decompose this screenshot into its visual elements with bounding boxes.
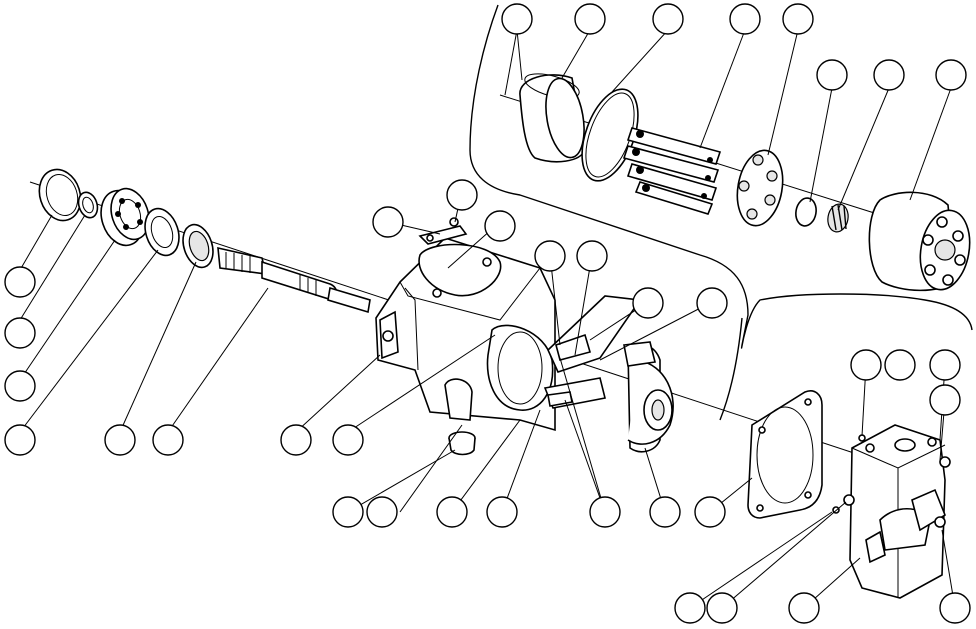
callout-bubble — [939, 592, 971, 624]
rotating-group-enclosure — [469, 4, 973, 349]
callout-bubble — [652, 3, 684, 35]
callout-bubble — [501, 3, 533, 35]
callout-bubble — [788, 592, 820, 624]
ball-guide — [795, 197, 817, 227]
callout-bubble — [782, 3, 814, 35]
drive-shaft — [217, 246, 371, 314]
housing-plug — [444, 378, 473, 421]
callout-bubble — [4, 424, 36, 456]
small-ring — [77, 191, 99, 219]
callout-bubble — [816, 59, 848, 91]
callout-bubble — [332, 496, 364, 528]
callout-bubble — [850, 349, 882, 381]
callout-bubble — [372, 206, 404, 238]
pistons-set — [622, 127, 722, 215]
callout-bubble — [706, 592, 738, 624]
callout-bubble — [694, 496, 726, 528]
drain-plug — [448, 431, 476, 456]
callout-bubble — [576, 240, 608, 272]
callout-bubble — [4, 317, 36, 349]
callout-bubble — [534, 240, 566, 272]
callout-bubble — [332, 424, 364, 456]
retaining-plate — [736, 149, 784, 227]
swash-plate — [623, 341, 674, 453]
callout-bubble — [674, 592, 706, 624]
callout-bubble — [366, 496, 398, 528]
ball-bearing — [100, 187, 150, 247]
callout-bubble — [280, 424, 312, 456]
spacer-shim — [144, 207, 180, 257]
callout-bubble — [632, 287, 664, 319]
callout-bubble — [436, 496, 468, 528]
leader-lines — [19, 29, 956, 609]
callout-bubble — [486, 496, 518, 528]
shaft-seal — [182, 223, 214, 269]
callout-bubble — [4, 370, 36, 402]
callout-bubble — [574, 3, 606, 35]
top-cover-plate — [418, 217, 468, 245]
callout-bubble — [446, 179, 478, 211]
callout-bubble — [104, 424, 136, 456]
pump-housing — [375, 237, 556, 432]
callout-bubble — [729, 3, 761, 35]
callout-bubble — [873, 59, 905, 91]
control-lever-upper — [547, 295, 642, 373]
circlip — [38, 168, 82, 222]
callout-bubble — [649, 496, 681, 528]
callout-bubbles — [4, 3, 971, 624]
callout-bubble — [4, 266, 36, 298]
callout-bubble — [696, 287, 728, 319]
callout-bubble — [935, 59, 967, 91]
callout-bubble — [152, 424, 184, 456]
callout-bubble — [484, 210, 516, 242]
callout-bubble — [929, 349, 961, 381]
cylinder-block — [868, 191, 971, 292]
center-spring — [827, 203, 849, 233]
callout-bubble — [589, 496, 621, 528]
end-cover — [849, 424, 951, 599]
callout-bubble — [884, 349, 916, 381]
cylinder-sleeve — [519, 73, 586, 163]
gasket — [747, 390, 823, 519]
callout-bubble — [929, 384, 961, 416]
enclosure-lower-edge — [719, 317, 743, 421]
